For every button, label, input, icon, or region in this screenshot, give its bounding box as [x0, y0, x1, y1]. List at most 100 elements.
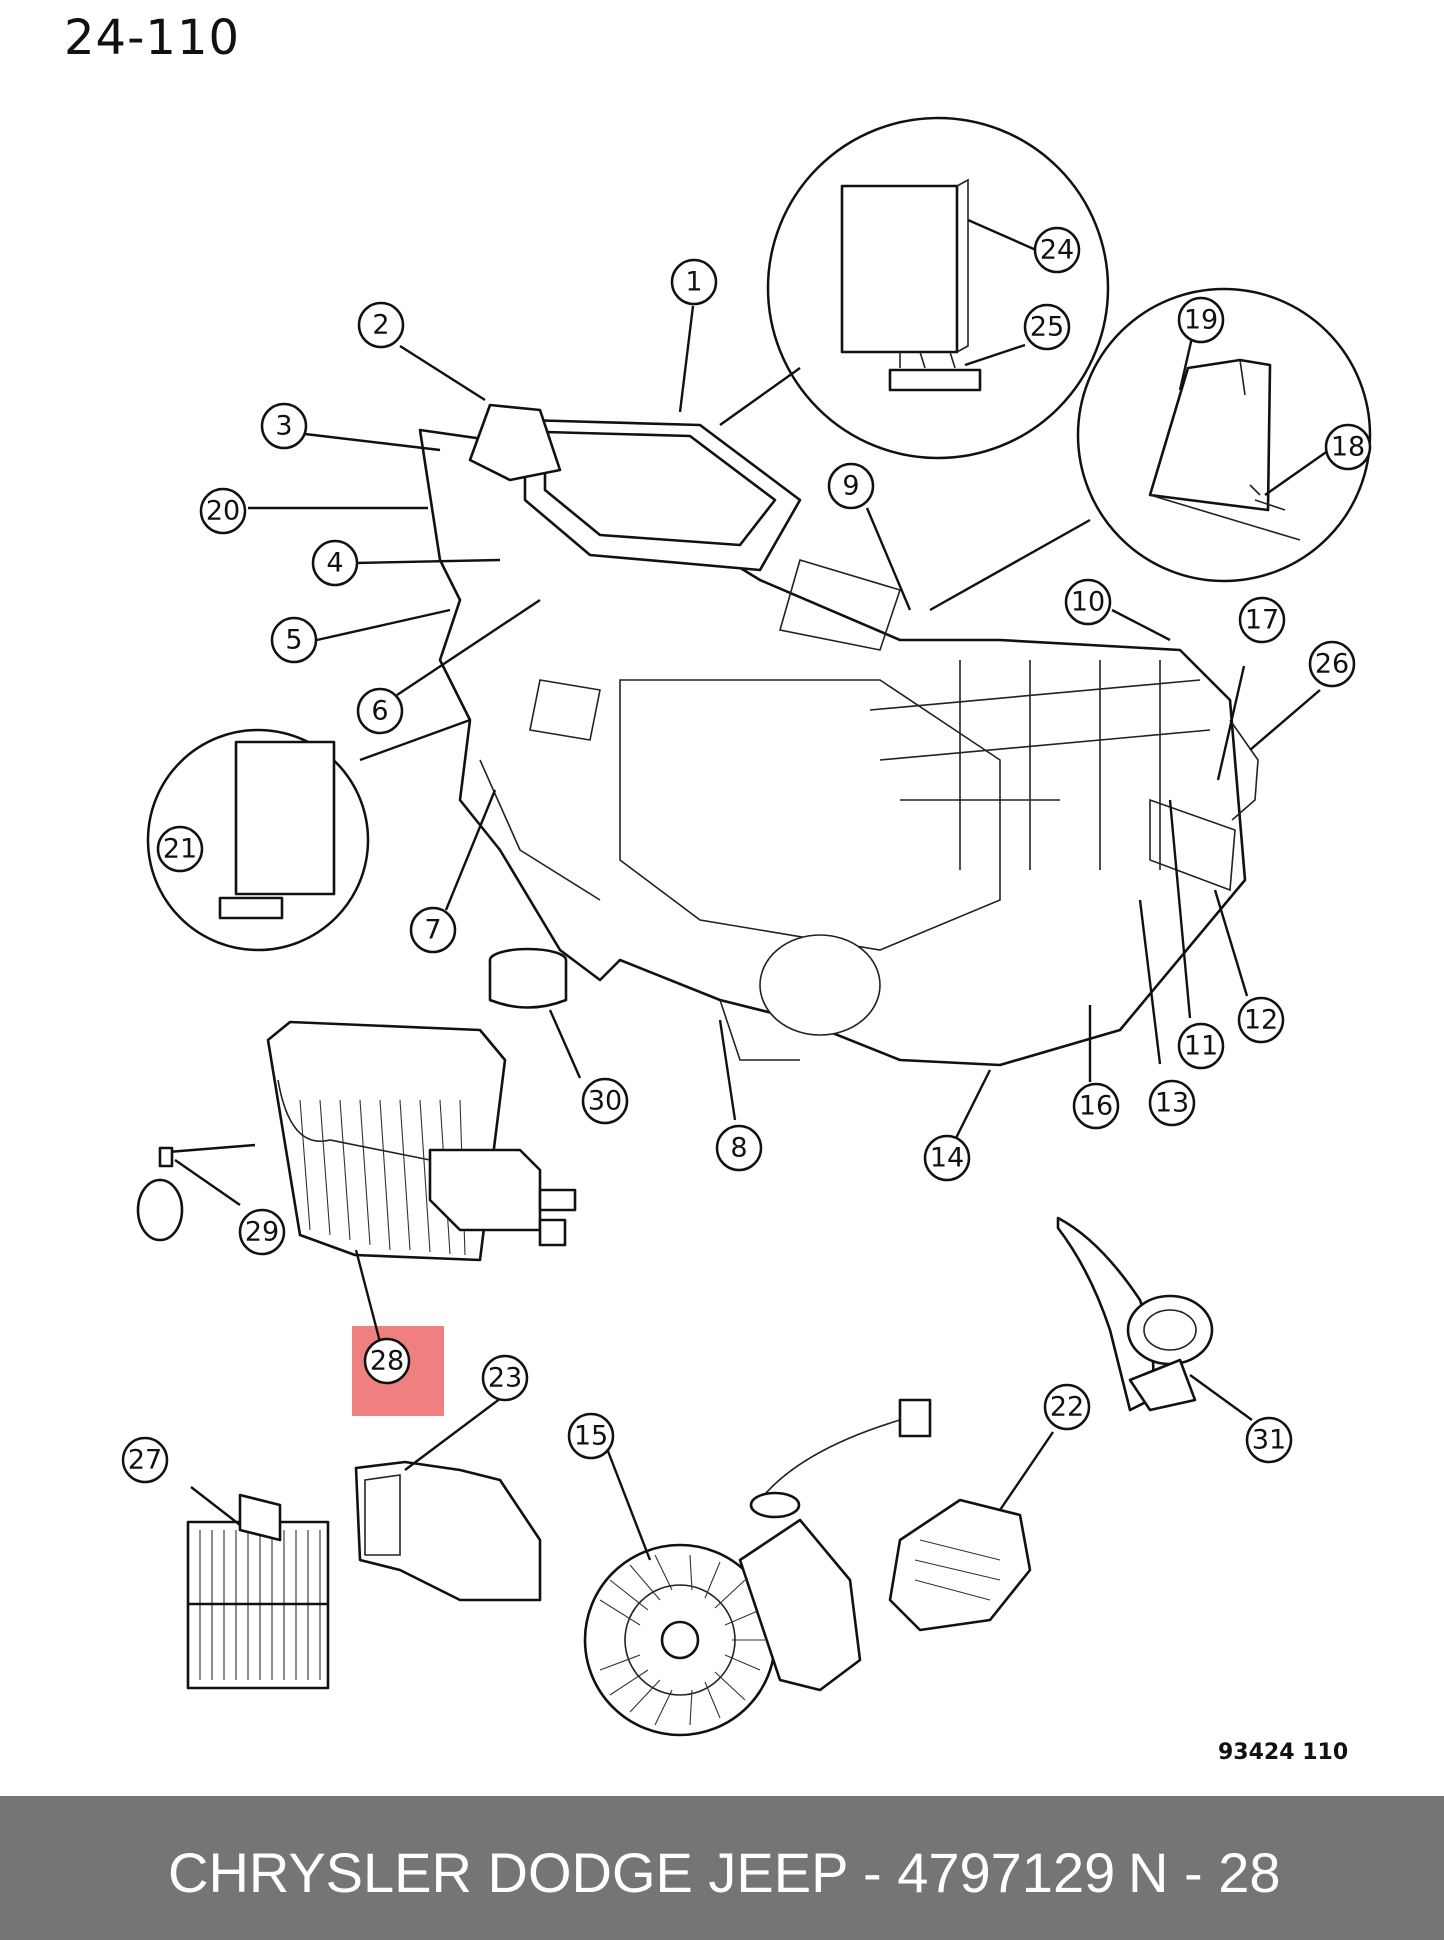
callout-circle-31: [1245, 1416, 1293, 1464]
callout-label-29: 29: [245, 1217, 279, 1248]
callout-label-16: 16: [1079, 1091, 1113, 1122]
callout-label-21: 21: [163, 834, 197, 865]
callout-label-7: 7: [424, 915, 441, 946]
callout-label-19: 19: [1184, 305, 1218, 336]
callout-13: 13: [1148, 1079, 1196, 1127]
callout-15: 15: [567, 1412, 615, 1460]
footer-bar: CHRYSLER DODGE JEEP - 4797129 N - 28: [0, 1796, 1444, 1940]
part-22-resistor: [888, 1498, 1032, 1632]
callout-circle-13: [1148, 1079, 1196, 1127]
callout-circle-30: [581, 1077, 629, 1125]
callout-label-14: 14: [930, 1143, 964, 1174]
inset-circle-left: [146, 728, 370, 952]
footer-part-text: CHRYSLER DODGE JEEP - 4797129: [168, 1841, 1116, 1904]
callout-16: 16: [1072, 1082, 1120, 1130]
callout-19: 19: [1177, 296, 1225, 344]
callout-12: 12: [1237, 996, 1285, 1044]
callout-28: 28: [363, 1337, 411, 1385]
callout-14: 14: [923, 1134, 971, 1182]
callout-label-12: 12: [1244, 1005, 1278, 1036]
callout-9: 9: [827, 462, 875, 510]
callout-label-23: 23: [488, 1363, 522, 1394]
callout-label-6: 6: [371, 696, 388, 727]
diagram-drawing: 1234567891011121314151617181920212223242…: [121, 116, 1372, 1737]
callout-circle-21: [156, 825, 204, 873]
part-15-blower-motor: [583, 1398, 932, 1737]
callout-circle-22: [1043, 1383, 1091, 1431]
callout-circle-5: [270, 616, 318, 664]
callout-label-13: 13: [1155, 1088, 1189, 1119]
callout-circle-8: [715, 1124, 763, 1172]
callout-5: 5: [270, 616, 318, 664]
callout-circle-23: [481, 1354, 529, 1402]
callout-label-30: 30: [588, 1086, 622, 1117]
callout-17: 17: [1238, 596, 1286, 644]
callout-label-1: 1: [685, 267, 702, 298]
callout-21: 21: [156, 825, 204, 873]
callout-group: 1234567891011121314151617181920212223242…: [121, 226, 1372, 1484]
callout-circle-6: [356, 687, 404, 735]
part-28-evaporator-core: [266, 1020, 577, 1262]
callout-circle-17: [1238, 596, 1286, 644]
callout-label-18: 18: [1331, 432, 1365, 463]
callout-30: 30: [581, 1077, 629, 1125]
callout-label-27: 27: [128, 1445, 162, 1476]
callout-circle-4: [311, 539, 359, 587]
inset-circle-top: [766, 116, 1110, 460]
callout-circle-20: [199, 487, 247, 535]
part-29-sensor: [136, 1143, 256, 1242]
footer-ref: N - 28: [1128, 1841, 1281, 1904]
callout-31: 31: [1245, 1416, 1293, 1464]
callout-8: 8: [715, 1124, 763, 1172]
callout-circle-2: [357, 301, 405, 349]
callout-circle-1: [670, 258, 718, 306]
page-number: 24-110: [64, 10, 241, 66]
callout-circle-26: [1308, 640, 1356, 688]
part-23-duct: [354, 1460, 542, 1602]
callout-7: 7: [409, 906, 457, 954]
callout-circle-11: [1177, 1022, 1225, 1070]
callout-label-2: 2: [372, 310, 389, 341]
part-31-duct: [1056, 1216, 1214, 1412]
callout-label-25: 25: [1030, 312, 1064, 343]
callout-2: 2: [357, 301, 405, 349]
hvac-housing-assembly: [418, 403, 1259, 1067]
leader-lines: [174, 218, 1333, 1561]
callout-27: 27: [121, 1436, 169, 1484]
callout-label-5: 5: [285, 625, 302, 656]
callout-circle-29: [238, 1208, 286, 1256]
callout-24: 24: [1033, 226, 1081, 274]
callout-10: 10: [1064, 578, 1112, 626]
callout-circle-25: [1023, 303, 1071, 351]
callout-6: 6: [356, 687, 404, 735]
callout-circle-14: [923, 1134, 971, 1182]
callout-26: 26: [1308, 640, 1356, 688]
callout-label-26: 26: [1315, 649, 1349, 680]
callout-22: 22: [1043, 1383, 1091, 1431]
callout-label-10: 10: [1071, 587, 1105, 618]
callout-label-9: 9: [842, 471, 859, 502]
callout-label-31: 31: [1252, 1425, 1286, 1456]
callout-circle-7: [409, 906, 457, 954]
callout-3: 3: [260, 402, 308, 450]
callout-20: 20: [199, 487, 247, 535]
callout-11: 11: [1177, 1022, 1225, 1070]
callout-circle-18: [1324, 423, 1372, 471]
part-30-shape: [488, 947, 568, 1009]
figure-code: 93424 110: [1218, 1740, 1349, 1765]
callout-label-28: 28: [370, 1346, 404, 1377]
inset-circle-right: [1076, 287, 1372, 583]
callout-label-8: 8: [730, 1133, 747, 1164]
callout-label-24: 24: [1040, 235, 1074, 266]
callout-label-17: 17: [1245, 605, 1279, 636]
callout-label-15: 15: [574, 1421, 608, 1452]
callout-circle-16: [1072, 1082, 1120, 1130]
callout-label-11: 11: [1184, 1031, 1218, 1062]
callout-23: 23: [481, 1354, 529, 1402]
callout-circle-24: [1033, 226, 1081, 274]
callout-label-20: 20: [206, 496, 240, 527]
callout-circle-28: [363, 1337, 411, 1385]
callout-circle-12: [1237, 996, 1285, 1044]
callout-circle-3: [260, 402, 308, 450]
callout-circle-15: [567, 1412, 615, 1460]
